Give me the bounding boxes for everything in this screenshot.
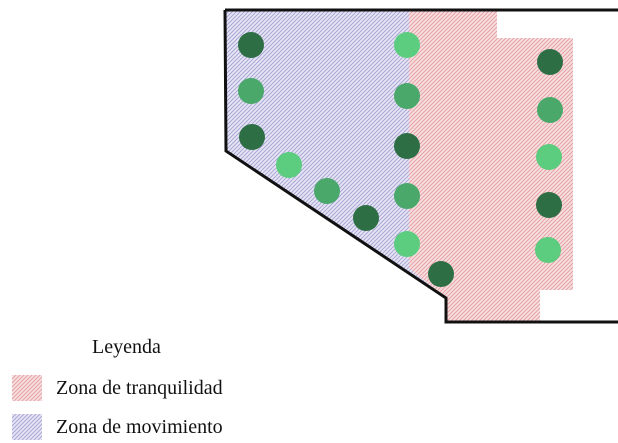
tree — [537, 97, 563, 123]
tree — [394, 133, 420, 159]
legend-label-movimiento: Zona de movimiento — [56, 415, 223, 438]
movimiento-swatch — [12, 414, 42, 440]
tree — [535, 237, 561, 263]
tree — [537, 49, 563, 75]
site-boundary — [223, 8, 618, 324]
tree — [394, 183, 420, 209]
tree — [238, 78, 264, 104]
zona-movimiento-area — [225, 10, 446, 298]
tree — [394, 32, 420, 58]
tree — [394, 231, 420, 257]
tree — [394, 83, 420, 109]
zona-tranquilidad-area — [409, 10, 573, 322]
legend-title: Leyenda — [92, 336, 161, 358]
tree — [276, 152, 302, 178]
legend-label-tranquilidad: Zona de tranquilidad — [56, 376, 223, 399]
tree — [428, 261, 454, 287]
tree — [239, 124, 265, 150]
tree — [238, 32, 264, 58]
tree — [314, 178, 340, 204]
tree — [536, 192, 562, 218]
tree — [536, 144, 562, 170]
tree — [353, 205, 379, 231]
tranquilidad-swatch — [12, 375, 42, 401]
legend-item-tranquilidad: Zona de tranquilidad — [12, 375, 223, 401]
legend-item-movimiento: Zona de movimiento — [12, 414, 223, 440]
